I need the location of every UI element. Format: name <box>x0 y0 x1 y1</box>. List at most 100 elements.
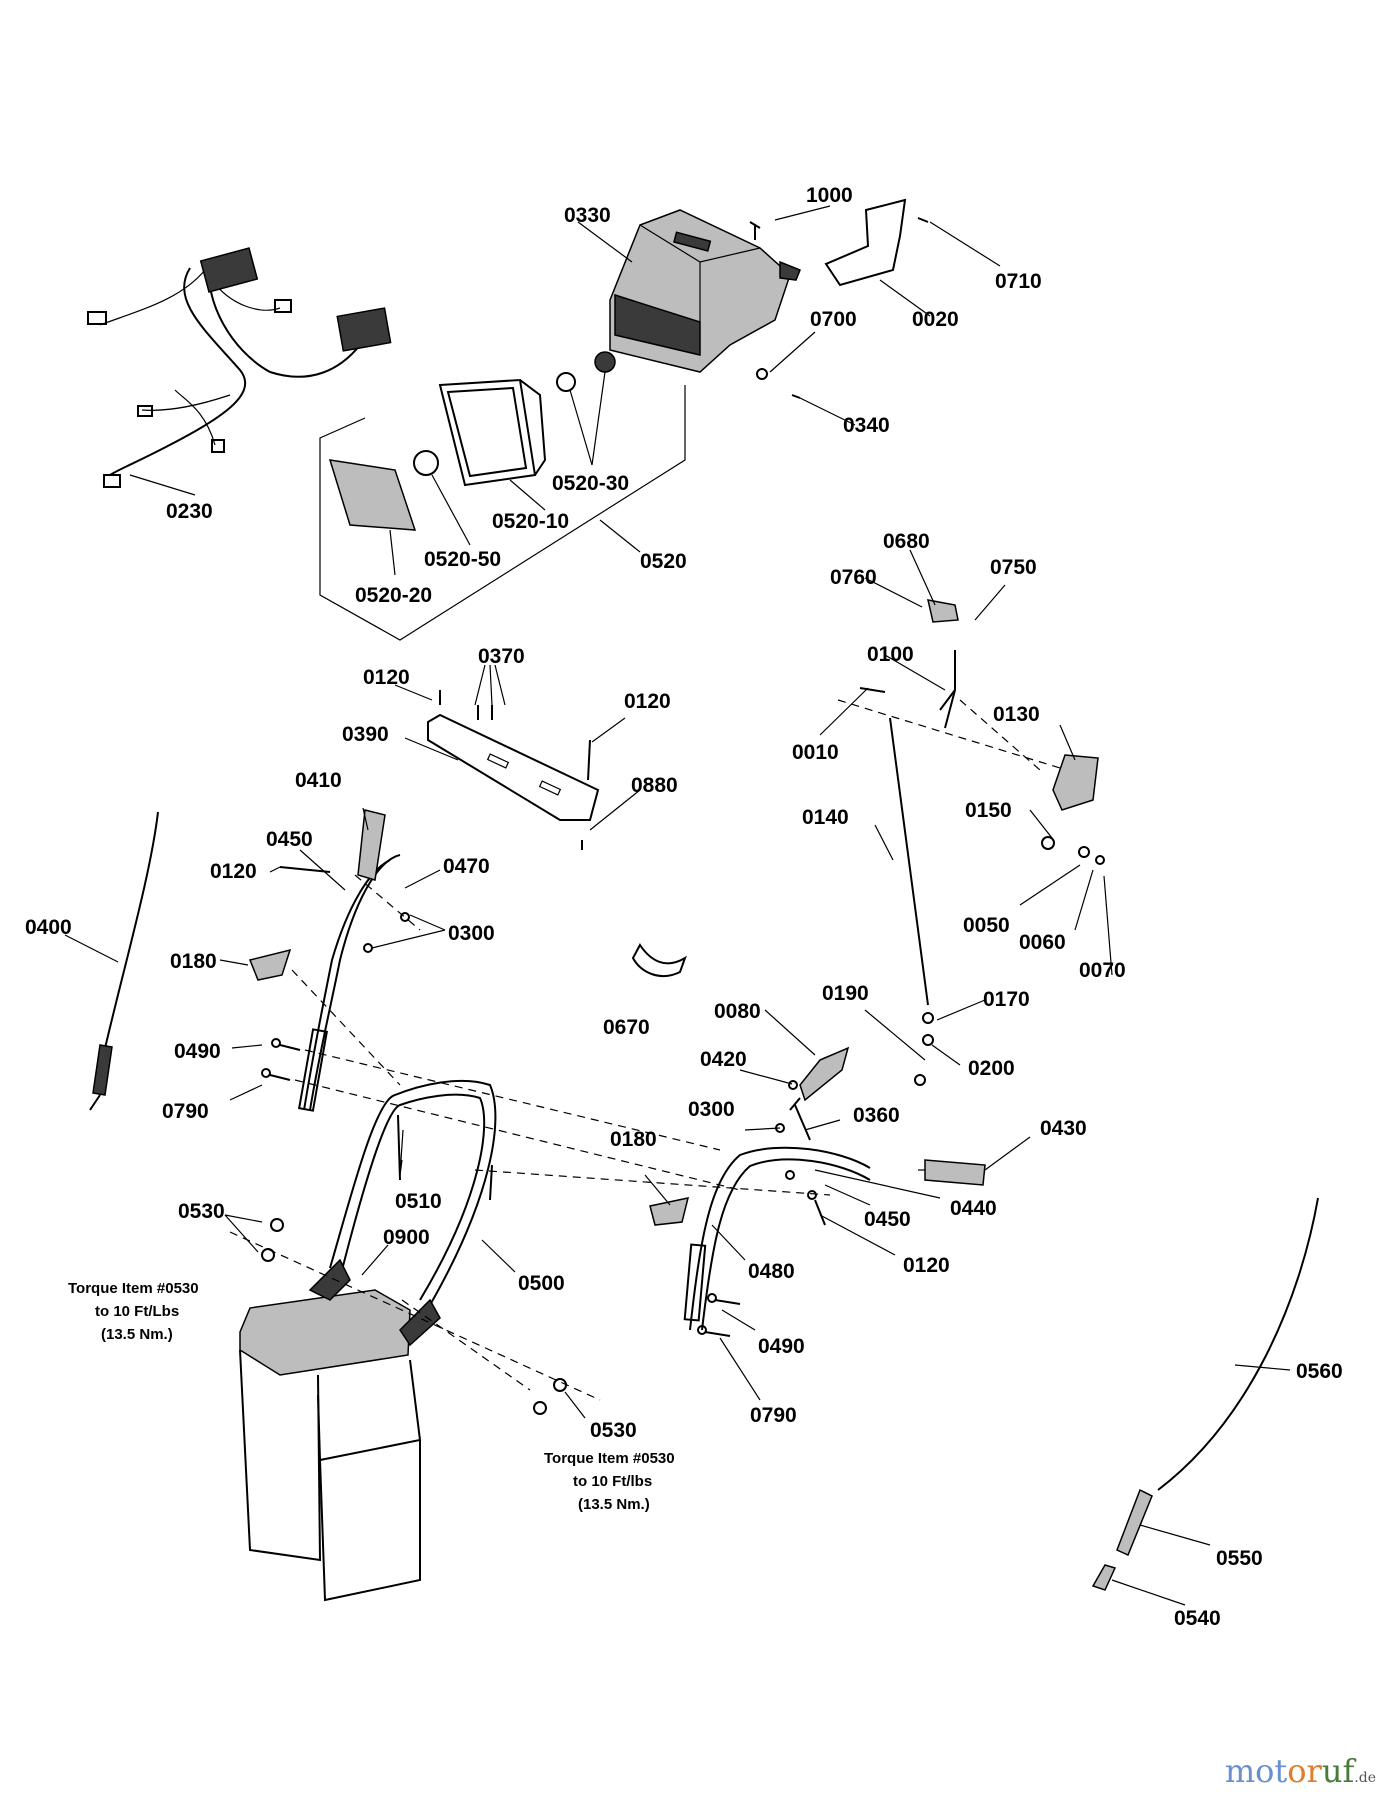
torque-note-bottom-line1: Torque Item #0530 <box>544 1450 675 1467</box>
label-0530-a: 0530 <box>178 1200 225 1223</box>
grip-0430 <box>918 1159 986 1186</box>
label-0520-20: 0520-20 <box>355 584 432 607</box>
cable-0400 <box>89 811 159 1111</box>
torque-note-bottom-line2: to 10 Ft/lbs <box>573 1473 652 1490</box>
label-0520-30: 0520-30 <box>552 472 629 495</box>
label-0300-a: 0300 <box>448 922 495 945</box>
label-0060: 0060 <box>1019 931 1066 954</box>
watermark-part3: uf <box>1321 1752 1355 1790</box>
lever-0080 <box>789 1046 850 1141</box>
torque-note-bottom: Torque Item #0530 to 10 Ft/lbs (13.5 Nm.… <box>544 1450 675 1513</box>
label-0130: 0130 <box>993 703 1040 726</box>
label-0300-b: 0300 <box>688 1098 735 1121</box>
fasteners-top <box>749 217 929 399</box>
label-0430: 0430 <box>1040 1117 1087 1140</box>
cable-0560 <box>1091 1197 1319 1591</box>
label-0150: 0150 <box>965 799 1012 822</box>
label-0470: 0470 <box>443 855 490 878</box>
upper-handle-0480 <box>683 1146 871 1331</box>
label-0520: 0520 <box>640 550 687 573</box>
label-0180-a: 0180 <box>170 950 217 973</box>
panel-0390 <box>427 690 600 850</box>
label-0070: 0070 <box>1079 959 1126 982</box>
label-0330: 0330 <box>564 204 611 227</box>
part-labels: 1000 0330 0710 0020 0700 0340 0230 0520-… <box>25 184 1343 1630</box>
label-0550: 0550 <box>1216 1547 1263 1570</box>
label-0480: 0480 <box>748 1260 795 1283</box>
lens-0520-20 <box>328 459 417 531</box>
bulb-0520-50 <box>413 450 439 476</box>
torque-note-bottom-line3: (13.5 Nm.) <box>578 1496 650 1513</box>
label-0180-b: 0180 <box>610 1128 657 1151</box>
label-0080: 0080 <box>714 1000 761 1023</box>
label-0390: 0390 <box>342 723 389 746</box>
label-0420: 0420 <box>700 1048 747 1071</box>
label-0520-50: 0520-50 <box>424 548 501 571</box>
label-0170: 0170 <box>983 988 1030 1011</box>
label-0370: 0370 <box>478 645 525 668</box>
small-parts-right <box>859 687 1105 1086</box>
label-0490-a: 0490 <box>174 1040 221 1063</box>
label-0120-b: 0120 <box>624 690 671 713</box>
label-0120-d: 0120 <box>903 1254 950 1277</box>
label-0120-a: 0120 <box>363 666 410 689</box>
fasteners-right <box>697 1080 826 1337</box>
label-0410: 0410 <box>295 769 342 792</box>
label-0140: 0140 <box>802 806 849 829</box>
label-0700: 0700 <box>810 308 857 331</box>
cover-0020 <box>824 198 907 287</box>
label-0440: 0440 <box>950 1197 997 1220</box>
label-0050: 0050 <box>963 914 1010 937</box>
label-0790-a: 0790 <box>162 1100 209 1123</box>
bracket-0130 <box>1052 754 1099 811</box>
label-0450-a: 0450 <box>266 828 313 851</box>
grip-0410 <box>357 809 386 881</box>
clip-0180-right <box>649 1197 690 1226</box>
group-bracket-0520 <box>319 385 686 641</box>
label-0710: 0710 <box>995 270 1042 293</box>
socket-0520-30 <box>556 351 616 392</box>
label-0560: 0560 <box>1296 1360 1343 1383</box>
label-0230: 0230 <box>166 500 213 523</box>
label-0670: 0670 <box>603 1016 650 1039</box>
label-0360: 0360 <box>853 1104 900 1127</box>
label-0520-10: 0520-10 <box>492 510 569 533</box>
label-0190: 0190 <box>822 982 869 1005</box>
label-0100: 0100 <box>867 643 914 666</box>
fasteners-left <box>261 866 410 1081</box>
label-0760: 0760 <box>830 566 877 589</box>
lower-handle-0500 <box>329 1079 497 1306</box>
torque-note-left-line1: Torque Item #0530 <box>68 1280 199 1297</box>
watermark-part1: mot <box>1224 1752 1288 1790</box>
label-0010: 0010 <box>792 741 839 764</box>
label-0450-b: 0450 <box>864 1208 911 1231</box>
crank-0100 <box>927 599 959 729</box>
watermark-logo: motoruf.de <box>1225 1752 1376 1790</box>
clip-0180-left <box>248 948 292 981</box>
dash-panel-0330 <box>609 209 801 373</box>
bolts-0530 <box>261 1218 567 1415</box>
label-0340: 0340 <box>843 414 890 437</box>
torque-note-left: Torque Item #0530 to 10 Ft/Lbs (13.5 Nm.… <box>68 1280 199 1343</box>
upper-handle-0470 <box>298 854 401 1112</box>
label-0680: 0680 <box>883 530 930 553</box>
label-0750: 0750 <box>990 556 1037 579</box>
label-0900: 0900 <box>383 1226 430 1249</box>
label-0790-b: 0790 <box>750 1404 797 1427</box>
watermark-tld: .de <box>1354 1770 1376 1786</box>
watermark-part2: or <box>1287 1752 1322 1790</box>
label-1000: 1000 <box>806 184 853 207</box>
label-0490-b: 0490 <box>758 1335 805 1358</box>
light-housing-0520-10 <box>438 378 547 487</box>
wire-harness-0230 <box>87 247 392 488</box>
label-0400: 0400 <box>25 916 72 939</box>
bracket-0670 <box>631 943 687 977</box>
rod-0140 <box>889 717 929 1006</box>
leader-lines <box>64 205 1291 1606</box>
label-0120-c: 0120 <box>210 860 257 883</box>
mount-brackets <box>239 1258 441 1602</box>
label-0510: 0510 <box>395 1190 442 1213</box>
label-0530-b: 0530 <box>590 1419 637 1442</box>
label-0540: 0540 <box>1174 1607 1221 1630</box>
